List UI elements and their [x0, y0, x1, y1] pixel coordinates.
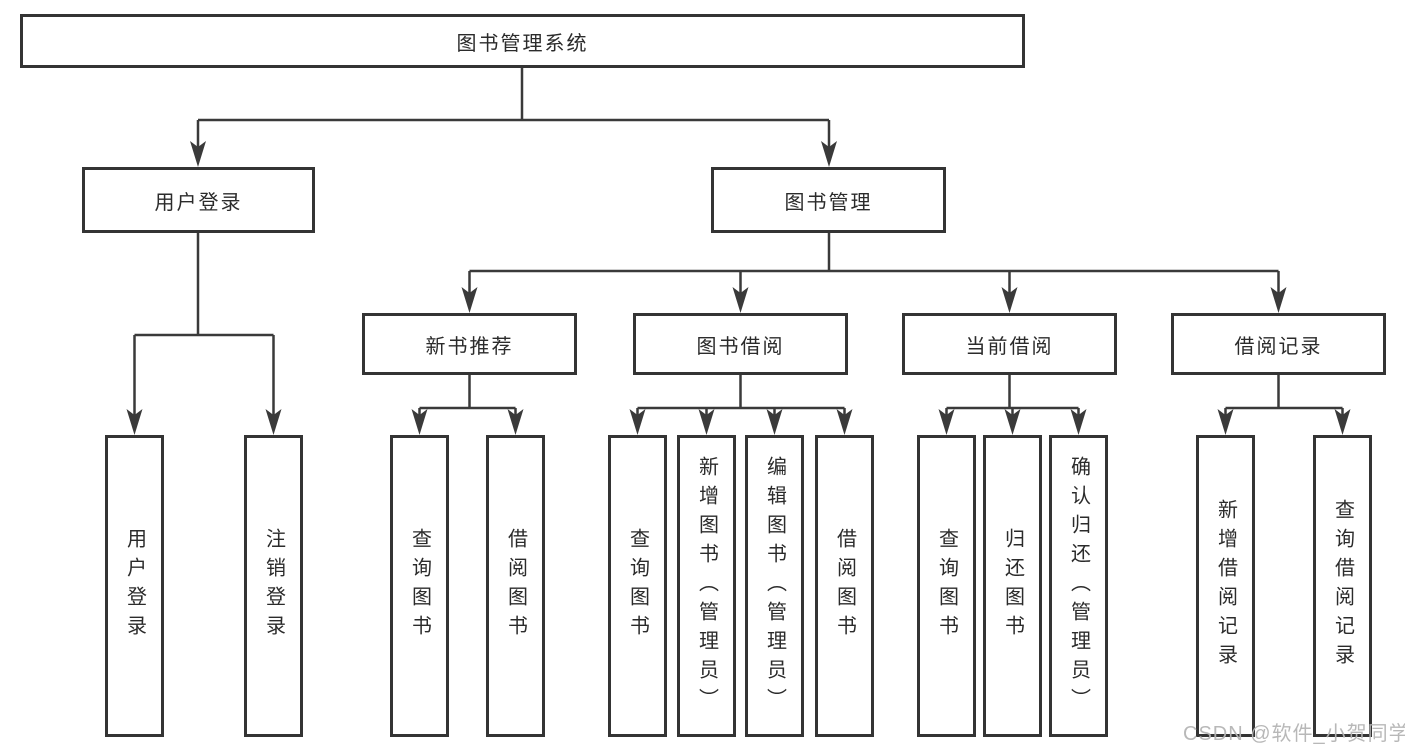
leaf-borrow-books-recommend: 借阅图书	[486, 435, 545, 737]
node-book-borrow: 图书借阅	[633, 313, 848, 375]
leaf-borrow-books: 借阅图书	[815, 435, 874, 737]
leaf-add-book-admin-label: 新增图书（管理员）	[695, 455, 718, 717]
leaf-query-books-recommend: 查询图书	[390, 435, 449, 737]
leaf-add-borrow-record: 新增借阅记录	[1196, 435, 1255, 737]
node-user-login: 用户登录	[82, 167, 315, 233]
leaf-add-borrow-record-label: 新增借阅记录	[1214, 499, 1237, 673]
leaf-return-book-label: 归还图书	[1001, 528, 1024, 644]
node-borrow-record: 借阅记录	[1171, 313, 1386, 375]
leaf-query-books-current: 查询图书	[917, 435, 976, 737]
leaf-user-login-label: 用户登录	[123, 528, 146, 644]
leaf-add-book-admin: 新增图书（管理员）	[677, 435, 736, 737]
node-book-borrow-label: 图书借阅	[696, 335, 785, 358]
node-new-book-recommend: 新书推荐	[362, 313, 577, 375]
csdn-watermark: CSDN @软件_小贺同学	[1183, 723, 1405, 745]
node-book-management: 图书管理	[711, 167, 946, 233]
leaf-query-borrow-record: 查询借阅记录	[1313, 435, 1372, 737]
node-borrow-record-label: 借阅记录	[1234, 335, 1323, 358]
node-current-borrow: 当前借阅	[902, 313, 1117, 375]
leaf-query-books-borrow: 查询图书	[608, 435, 667, 737]
leaf-logout: 注销登录	[244, 435, 303, 737]
node-root-label: 图书管理系统	[456, 32, 589, 55]
leaf-borrow-books-recommend-label: 借阅图书	[504, 528, 527, 644]
leaf-user-login: 用户登录	[105, 435, 164, 737]
leaf-logout-label: 注销登录	[262, 528, 285, 644]
leaf-query-books-borrow-label: 查询图书	[626, 528, 649, 644]
leaf-confirm-return-admin: 确认归还（管理员）	[1049, 435, 1108, 737]
leaf-borrow-books-label: 借阅图书	[833, 528, 856, 644]
leaf-edit-book-admin: 编辑图书（管理员）	[745, 435, 804, 737]
node-new-book-recommend-label: 新书推荐	[425, 335, 514, 358]
leaf-edit-book-admin-label: 编辑图书（管理员）	[763, 455, 786, 717]
node-book-management-label: 图书管理	[784, 191, 873, 214]
leaf-query-books-recommend-label: 查询图书	[408, 528, 431, 644]
node-user-login-label: 用户登录	[154, 191, 243, 214]
arrowheads	[126, 141, 1351, 435]
leaf-query-borrow-record-label: 查询借阅记录	[1331, 499, 1354, 673]
leaf-confirm-return-admin-label: 确认归还（管理员）	[1067, 455, 1090, 717]
leaf-query-books-current-label: 查询图书	[935, 528, 958, 644]
node-current-borrow-label: 当前借阅	[965, 335, 1054, 358]
leaf-return-book: 归还图书	[983, 435, 1042, 737]
node-root-system: 图书管理系统	[20, 14, 1025, 68]
